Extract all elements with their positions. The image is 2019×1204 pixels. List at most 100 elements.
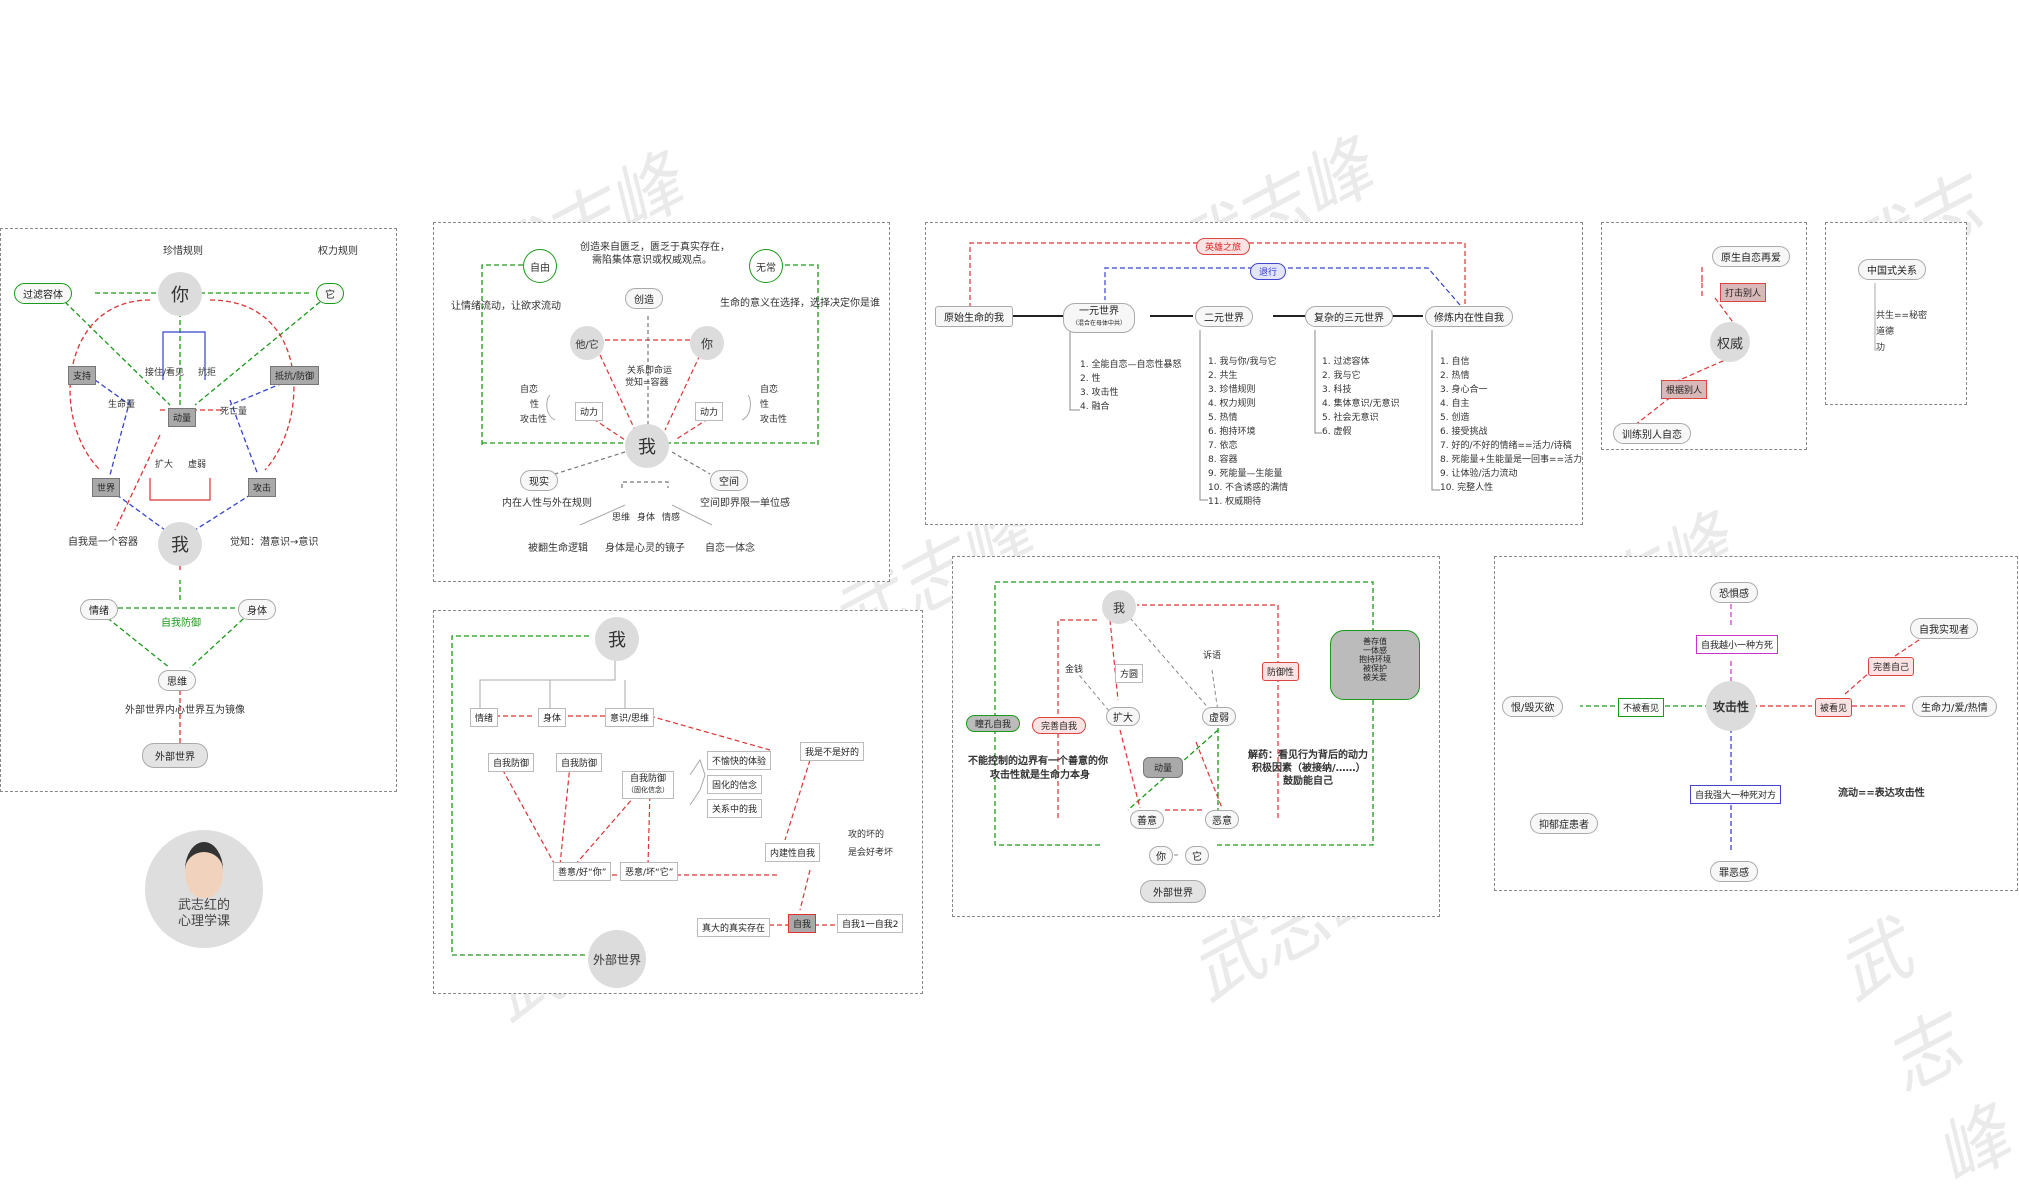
self-big-box[interactable]: 自我强大一种死对方 [1690,785,1782,804]
row-body[interactable]: 身体 [538,708,567,727]
evil5-node[interactable]: 恶意 [1205,810,1239,829]
expand5-node[interactable]: 扩大 [1106,707,1140,726]
emotion-node[interactable]: 情绪 [80,599,118,620]
original-self-love[interactable]: 原生自恋再爱 [1712,246,1790,267]
hero-tag[interactable]: 英雄之旅 [1196,238,1251,255]
list-two-world: 1. 我与你/我与它 2. 共生 3. 珍惜规则 4. 权力规则 5. 热情 6… [1208,357,1289,507]
start-node[interactable]: 原始生命的我 [935,306,1013,327]
defense-2[interactable]: 自我防御 [556,753,603,772]
bad-1: 攻的坏的 [848,830,885,840]
drive-box[interactable]: 动量 [168,408,197,427]
you5-node[interactable]: 你 [1149,846,1173,865]
container-node[interactable]: 过滤容体 [14,283,72,304]
bad-it[interactable]: 恶意/坏“它” [620,862,679,881]
defense-1[interactable]: 自我防御 [488,753,535,772]
defense-3[interactable]: 自我防御 （固化信念） [622,771,674,799]
good5-node[interactable]: 善意 [1130,810,1164,829]
one-world-node[interactable]: 一元世界 （混合在母体中共） [1063,303,1136,333]
relation-1: 关系即命运 [627,366,673,376]
it-node[interactable]: 它 [316,283,344,304]
back-tag[interactable]: 退行 [1250,263,1287,280]
inner-self-node[interactable]: 修炼内在性自我 [1425,306,1513,327]
judge-others-box[interactable]: 根据别人 [1661,380,1708,399]
bad-2: 是会好考坏 [848,848,894,858]
top-text-1: 创造来自匮乏，匮乏于真实存在， [580,242,730,253]
depression-node[interactable]: 抑郁症患者 [1530,813,1598,834]
self-1-2[interactable]: 自我1一自我2 [837,914,904,933]
fear-node[interactable]: 恐惧感 [1710,582,1758,603]
good-you[interactable]: 善意/好“你” [553,862,612,881]
outer3-node[interactable]: 外部世界 [588,930,646,988]
self-small-box[interactable]: 自我越小一种方死 [1696,635,1779,654]
complete-self-tag[interactable]: 完善自己 [1868,657,1915,676]
drive5-box[interactable]: 动量 [1143,757,1184,778]
self-box[interactable]: 自我 [788,914,817,933]
watermark: 武志峰 [1822,907,2019,1201]
free-node[interactable]: 自由 [523,249,557,283]
left-grey-tag[interactable]: 瞳孔自我 [966,715,1021,732]
not-seen-tag[interactable]: 不被看见 [1618,698,1665,717]
right-col-2[interactable]: 固化的信念 [707,775,763,794]
inner-mirror[interactable]: 内建性自我 [765,843,821,862]
attack-box[interactable]: 攻击 [248,478,277,497]
row-thought[interactable]: 意识/思维 [605,708,655,727]
panel-creation [433,222,890,582]
you2-node[interactable]: 你 [690,326,724,360]
you-node[interactable]: 你 [158,272,202,316]
seen-tag[interactable]: 被看见 [1815,698,1853,717]
big-self[interactable]: 真大的真实存在 [697,918,771,937]
sex-node[interactable]: 方圆 [1115,664,1144,683]
flow-text: 流动==表达攻击性 [1838,788,1925,799]
power-left[interactable]: 动力 [575,402,604,421]
support-box[interactable]: 支持 [68,366,97,385]
left-red-tag[interactable]: 完善自我 [1032,717,1087,734]
two-world-node[interactable]: 二元世界 [1195,306,1253,327]
right-col-1[interactable]: 不愉快的体验 [707,751,772,770]
relation-2: 觉知=容器 [625,378,669,388]
sub-list-right: 自恋 性 攻击性 [760,385,788,425]
it5-node[interactable]: 它 [1185,846,1209,865]
bottom-right-text: 自恋一体念 [705,543,755,554]
me3-node[interactable]: 我 [595,617,639,661]
right-col-3[interactable]: 关系中的我 [707,799,763,818]
row-emotion[interactable]: 情绪 [470,708,499,727]
nothing-node[interactable]: 无常 [749,249,783,283]
self-realize-node[interactable]: 自我实现者 [1910,618,1978,639]
list-three-world: 1. 过滤容体 2. 我与它 3. 科技 4. 集体意识/无意识 5. 社会无意… [1322,357,1400,437]
attack-right-box[interactable]: 抵抗/防御 [270,366,320,385]
chinese-relation-node[interactable]: 中国式关系 [1858,259,1926,280]
outer-world-node[interactable]: 外部世界 [142,743,208,768]
hate-node[interactable]: 恨/毁灭欲 [1502,696,1564,717]
authority-node[interactable]: 权威 [1710,322,1750,362]
power-right[interactable]: 动力 [695,402,724,421]
world-box[interactable]: 世界 [92,478,121,497]
thought-node[interactable]: 思维 [158,670,196,691]
space-node[interactable]: 空间 [710,470,748,491]
aggression-node[interactable]: 攻击性 [1706,681,1756,731]
good-question[interactable]: 我是不是好的 [800,742,865,761]
me-node[interactable]: 我 [158,522,202,566]
train-others[interactable]: 训练别人自恋 [1613,423,1691,444]
top-text-2: 需陷集体意识或权威观点。 [592,255,712,266]
branch-emotion: 情感 [662,513,681,523]
hit-others-box[interactable]: 打击别人 [1720,283,1767,302]
reality-node[interactable]: 现实 [520,470,558,491]
inner-rule: 内在人性与外在规则 [502,498,592,509]
body-node[interactable]: 身体 [238,599,276,620]
safety-box[interactable]: 善存值 一体感 抱持环境 被保护 被关爱 [1330,630,1420,700]
avatar-line2: 心理学课 [177,914,230,929]
defense-label: 自我防御 [161,618,201,629]
panel-defense [433,610,923,994]
three-world-node[interactable]: 复杂的三元世界 [1305,306,1393,327]
outer5-node[interactable]: 外部世界 [1140,880,1206,903]
me5-node[interactable]: 我 [1102,590,1136,624]
panel-aggression [1494,556,2018,891]
create-node[interactable]: 创造 [625,288,663,309]
guilt-node[interactable]: 罪恶感 [1710,861,1758,882]
defensive-tag[interactable]: 防御性 [1262,662,1300,681]
vitality-node[interactable]: 生命力/爱/热情 [1912,696,1997,717]
expand-label: 扩大 [155,460,174,470]
me2-node[interactable]: 我 [625,424,669,468]
vain5-node[interactable]: 虚弱 [1202,707,1236,726]
he-node[interactable]: 他/它 [570,326,604,360]
